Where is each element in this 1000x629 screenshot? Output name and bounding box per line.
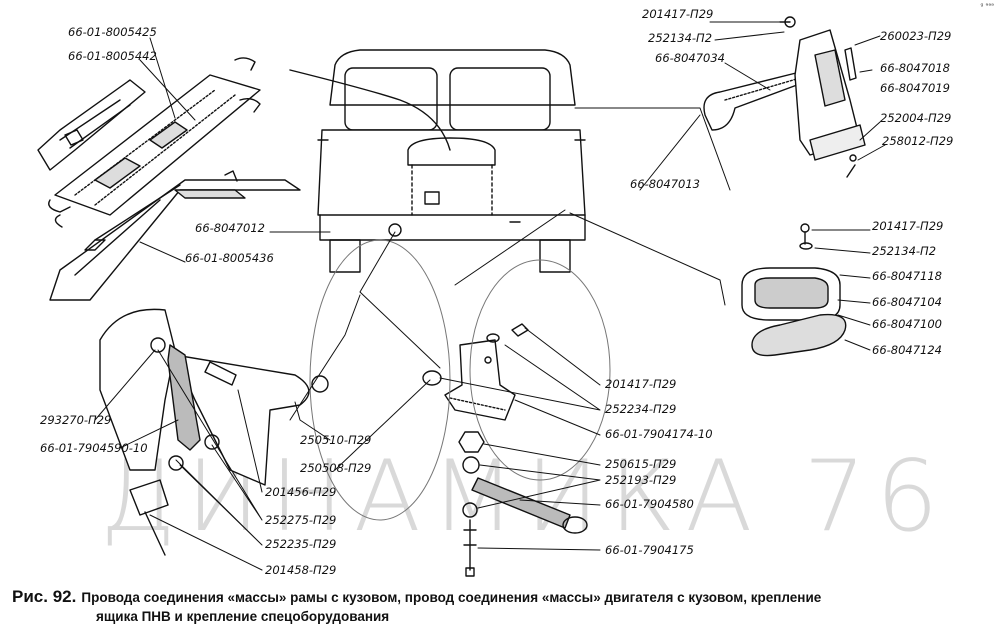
label-252235: 252235-П29 xyxy=(265,537,336,551)
caption-line-1: Провода соединения «массы» рамы с кузово… xyxy=(81,590,822,605)
label-8047104: 66-8047104 xyxy=(872,295,942,309)
label-7904580: 66-01-7904580 xyxy=(605,497,694,511)
ramp-assembly xyxy=(37,57,301,301)
label-250508: 250508-П29 xyxy=(300,461,371,475)
label-8047118: 66-8047118 xyxy=(872,269,942,283)
pnv-box-assembly xyxy=(741,223,847,357)
label-252134-mid: 252134-П2 xyxy=(872,244,936,258)
label-201456: 201456-П29 xyxy=(265,485,336,499)
caption-line-2: ящика ПНВ и крепление спецоборудования xyxy=(96,609,390,624)
label-201417-low: 201417-П29 xyxy=(605,377,676,391)
label-201417-mid: 201417-П29 xyxy=(872,219,943,233)
label-8047013: 66-8047013 xyxy=(630,177,700,191)
leader-lines xyxy=(94,21,886,571)
label-8047124: 66-8047124 xyxy=(872,343,942,357)
label-201417-top: 201417-П29 xyxy=(642,7,713,21)
label-258012: 258012-П29 xyxy=(882,134,953,148)
label-252134-top: 252134-П2 xyxy=(648,31,712,45)
vehicle-rear-view xyxy=(289,49,586,273)
label-8047018: 66-8047018 xyxy=(880,61,950,75)
label-252275: 252275-П29 xyxy=(265,513,336,527)
label-8005442: 66-01-8005442 xyxy=(68,49,157,63)
figure-number: Рис. 92. xyxy=(12,587,77,606)
label-201458: 201458-П29 xyxy=(265,563,336,577)
label-260023: 260023-П29 xyxy=(880,29,951,43)
shovel-mount-assembly xyxy=(703,16,866,178)
ground-strap-engine xyxy=(458,431,588,577)
label-8005425: 66-01-8005425 xyxy=(68,25,157,39)
label-293270: 293270-П29 xyxy=(40,413,111,427)
label-8005436: 66-01-8005436 xyxy=(185,251,274,265)
label-8047100: 66-8047100 xyxy=(872,317,942,331)
ground-strap-left xyxy=(99,308,329,556)
label-7904174: 66-01-7904174-10 xyxy=(605,427,713,441)
label-8047034: 66-8047034 xyxy=(655,51,725,65)
label-252193: 252193-П29 xyxy=(605,473,676,487)
label-8047012: 66-8047012 xyxy=(195,221,265,235)
figure-caption: Рис. 92. Провода соединения «массы» рамы… xyxy=(12,587,992,626)
label-252234: 252234-П29 xyxy=(605,402,676,416)
label-7904590: 66-01-7904590-10 xyxy=(40,441,148,455)
bracket-assembly xyxy=(422,323,529,421)
label-7904175: 66-01-7904175 xyxy=(605,543,694,557)
label-8047019: 66-8047019 xyxy=(880,81,950,95)
label-250510: 250510-П29 xyxy=(300,433,371,447)
label-252004: 252004-П29 xyxy=(880,111,951,125)
corner-mark: ᵍ ᵊᵃᵃ xyxy=(980,2,994,10)
label-250615: 250615-П29 xyxy=(605,457,676,471)
